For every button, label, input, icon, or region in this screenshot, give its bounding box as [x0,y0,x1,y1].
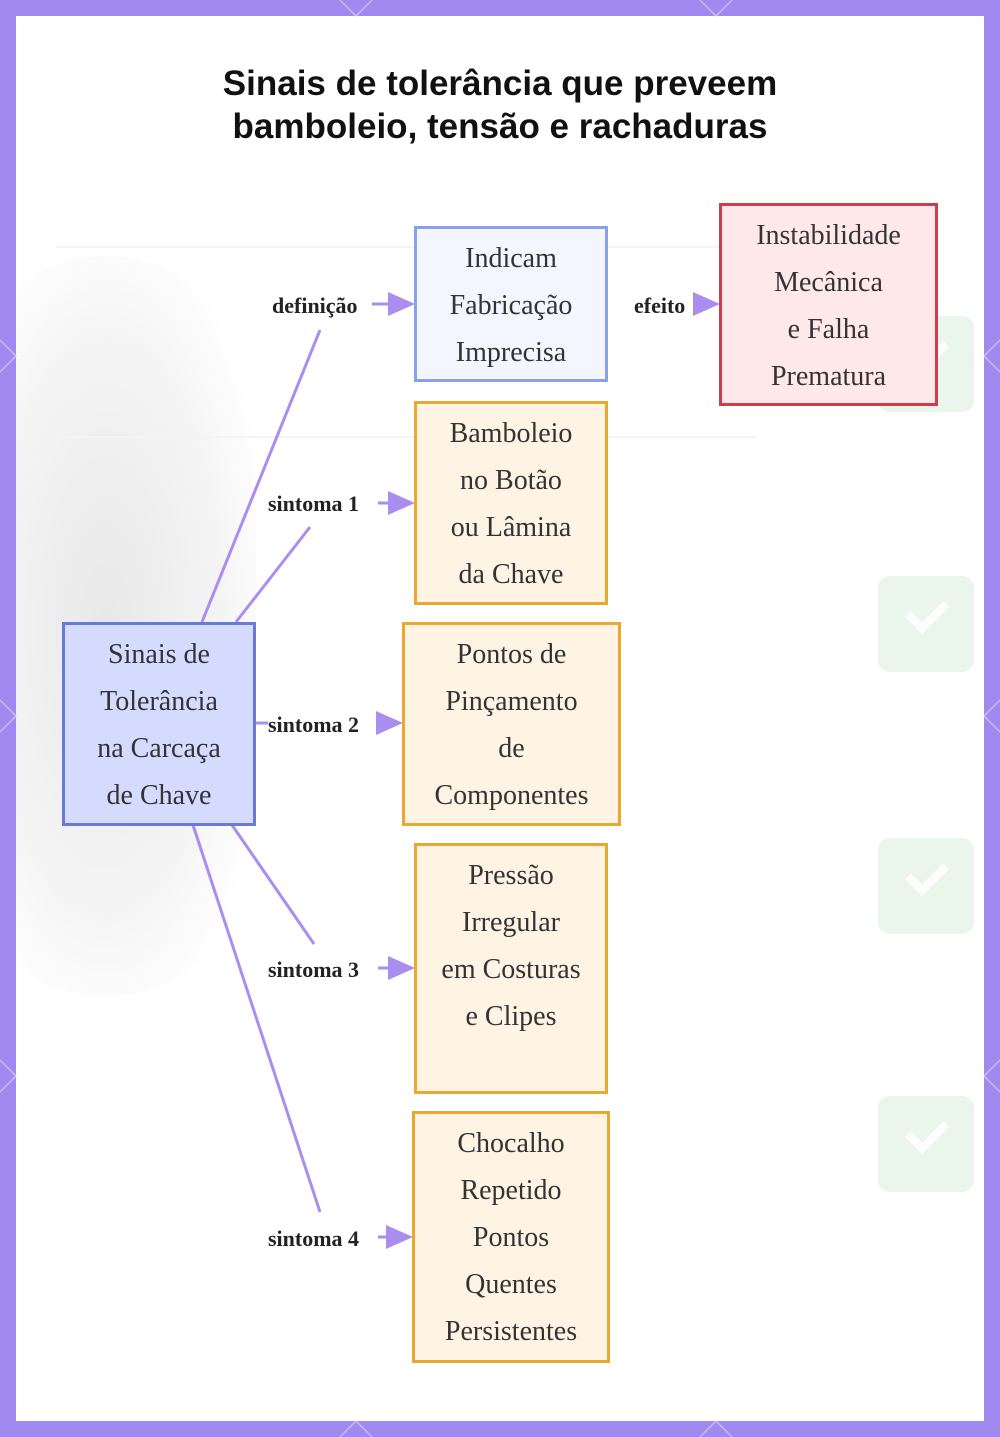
node-symptom4-line: Persistentes [444,1316,578,1347]
node-symptom1: Bamboleio no Botão ou Lâmina da Chave [414,401,608,605]
edge-label-definition: definição [272,293,358,318]
node-effect: Instabilidade Mecânica e Falha Prematura [719,203,938,406]
node-symptom2-line: Componentes [434,780,589,811]
diagram-title: Sinais de tolerância que preveem bambole… [0,62,1000,148]
edge-symptom1 [234,526,312,623]
node-effect-line: Instabilidade [756,220,901,251]
node-definition-line: Indicam [465,243,557,274]
node-symptom3-line: e Clipes [465,1001,557,1032]
node-effect-line: e Falha [787,314,870,345]
node-symptom3: Pressão Irregular em Costuras e Clipes [414,843,608,1094]
node-root-line: na Carcaça [97,733,221,764]
node-symptom2-line: Pontos de [456,639,567,670]
edge-symptom3 [230,824,316,945]
node-symptom4-line: Chocalho [457,1128,565,1159]
node-symptom4-line: Quentes [465,1269,557,1300]
edge-symptom4 [191,824,322,1213]
node-symptom4-line: Repetido [460,1175,562,1206]
edge-label-symptom3: sintoma 3 [268,957,360,982]
node-root: Sinais de Tolerância na Carcaça de Chave [62,622,256,826]
background-line [56,246,756,248]
edge-label-symptom2: sintoma 2 [268,712,360,737]
node-symptom3-line: em Costuras [441,954,581,985]
node-symptom1-line: no Botão [460,465,562,496]
title-line-1: Sinais de tolerância que preveem [222,64,778,103]
node-root-line: Tolerância [100,686,218,717]
background-check-card [878,1096,974,1192]
node-effect-line: Prematura [770,361,887,392]
node-definition: Indicam Fabricação Imprecisa [414,226,608,382]
node-symptom2-line: Pinçamento [445,686,578,717]
node-symptom2-line: de [498,733,525,764]
node-effect-line: Mecânica [774,267,883,298]
node-root-line: de Chave [106,780,212,811]
title-line-2: bamboleio, tensão e rachaduras [232,107,768,146]
node-definition-line: Fabricação [449,290,573,321]
background-line [56,436,756,438]
background-check-card [878,838,974,934]
node-symptom1-line: Bamboleio [449,418,573,449]
node-symptom2: Pontos de Pinçamento de Componentes [402,622,621,826]
background-check-card [878,576,974,672]
node-symptom4: Chocalho Repetido Pontos Quentes Persist… [412,1111,610,1363]
node-definition-line: Imprecisa [455,337,567,368]
node-symptom1-line: da Chave [458,559,564,590]
node-symptom3-line: Pressão [468,860,554,891]
node-symptom1-line: ou Lâmina [450,512,572,543]
edge-definition [200,329,322,623]
edge-label-effect: efeito [634,293,686,318]
edge-label-symptom1: sintoma 1 [268,491,360,516]
node-symptom3-line: Irregular [462,907,560,938]
edge-label-symptom4: sintoma 4 [268,1226,360,1251]
node-symptom4-line: Pontos [472,1222,550,1253]
node-root-line: Sinais de [108,639,210,670]
